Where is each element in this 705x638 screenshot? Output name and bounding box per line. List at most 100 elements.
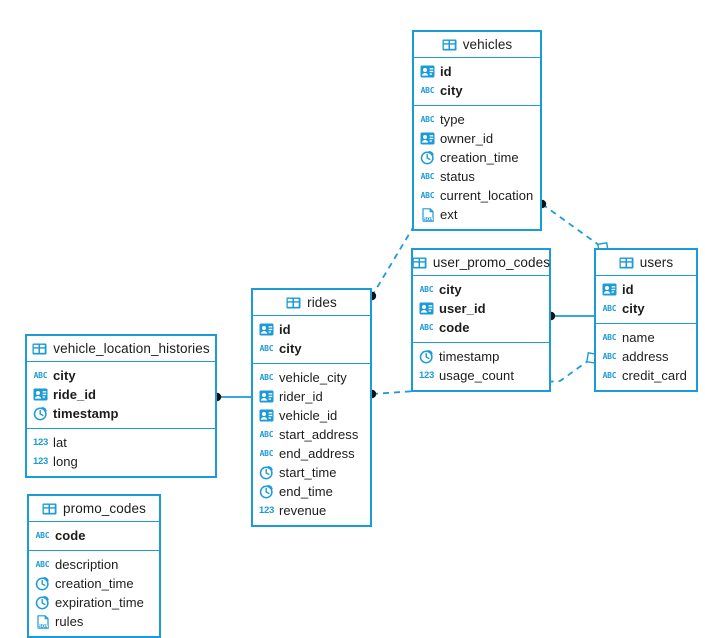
column-row[interactable]: JSON rules (29, 612, 159, 631)
table-grid-icon (286, 295, 301, 310)
column-name: usage_count (439, 368, 515, 383)
primary-key-row[interactable]: ABC city (413, 280, 549, 299)
abc-string-icon: ABC (33, 370, 48, 380)
relationship-user_promo_codes-users[interactable] (546, 311, 594, 321)
primary-key-row[interactable]: id (253, 320, 370, 339)
primary-key-row[interactable]: id (414, 62, 540, 81)
123-number-icon: 123 (33, 455, 48, 467)
column-row[interactable]: end_time (253, 482, 370, 501)
column-row[interactable]: 123 long (27, 452, 215, 471)
table-header-promo_codes[interactable]: promo_codes (29, 496, 159, 522)
column-row[interactable]: vehicle_id (253, 406, 370, 425)
abc-string-icon: ABC (602, 303, 617, 313)
table-header-user_promo_codes[interactable]: user_promo_codes (412, 250, 550, 276)
table-title: vehicles (462, 37, 513, 52)
column-name: city (279, 341, 302, 356)
table-header-rides[interactable]: rides (253, 290, 370, 316)
column-name: address (622, 349, 669, 364)
clock-icon (420, 150, 435, 165)
column-name: name (622, 330, 655, 345)
relationship-vehicles-users[interactable] (537, 199, 609, 254)
abc-string-icon: ABC (259, 343, 274, 353)
table-header-users[interactable]: users (596, 250, 696, 276)
table-header-vehicles[interactable]: vehicles (414, 32, 540, 58)
primary-key-row[interactable]: ride_id (27, 385, 215, 404)
json-document-icon: JSON (35, 614, 50, 629)
column-name: rules (55, 614, 84, 629)
relationship-vehicle_location_histories-rides[interactable] (212, 392, 251, 402)
column-name: long (53, 454, 78, 469)
table-header-vehicle_location_histories[interactable]: vehicle_location_histories (27, 336, 215, 362)
table-title: promo_codes (63, 501, 146, 516)
column-row[interactable]: owner_id (414, 129, 540, 148)
column-name: current_location (440, 188, 534, 203)
primary-key-row[interactable]: id (596, 280, 696, 299)
id-card-icon (259, 408, 274, 423)
column-name: rider_id (279, 389, 323, 404)
column-name: creation_time (440, 150, 519, 165)
column-row[interactable]: creation_time (414, 148, 540, 167)
column-row[interactable]: start_time (253, 463, 370, 482)
column-name: end_address (279, 446, 355, 461)
column-row[interactable]: ABC name (596, 328, 696, 347)
abc-string-icon: ABC (420, 171, 435, 181)
column-row[interactable]: rider_id (253, 387, 370, 406)
abc-string-icon: ABC (602, 332, 617, 342)
primary-key-row[interactable]: user_id (413, 299, 549, 318)
abc-string-icon: ABC (602, 351, 617, 361)
column-name: description (55, 557, 119, 572)
abc-string-icon: ABC (420, 114, 435, 124)
column-name: id (279, 322, 291, 337)
id-card-icon (419, 301, 434, 316)
column-row[interactable]: ABC end_address (253, 444, 370, 463)
column-name: expiration_time (55, 595, 144, 610)
column-row[interactable]: ABC address (596, 347, 696, 366)
clock-icon (259, 465, 274, 480)
clock-icon (35, 576, 50, 591)
abc-string-icon: ABC (259, 448, 274, 458)
column-name: city (440, 83, 463, 98)
table-title: rides (307, 295, 337, 310)
column-name: revenue (279, 503, 327, 518)
abc-string-icon: ABC (419, 284, 434, 294)
primary-key-row[interactable]: ABC city (253, 339, 370, 358)
column-name: id (440, 64, 452, 79)
clock-icon (33, 406, 48, 421)
table-grid-icon (32, 341, 47, 356)
table-grid-icon (442, 37, 457, 52)
primary-key-row[interactable]: timestamp (27, 404, 215, 423)
id-card-icon (420, 64, 435, 79)
column-row[interactable]: creation_time (29, 574, 159, 593)
column-name: credit_card (622, 368, 687, 383)
column-row[interactable]: timestamp (413, 347, 549, 366)
column-row[interactable]: expiration_time (29, 593, 159, 612)
id-card-icon (602, 282, 617, 297)
column-name: city (439, 282, 462, 297)
